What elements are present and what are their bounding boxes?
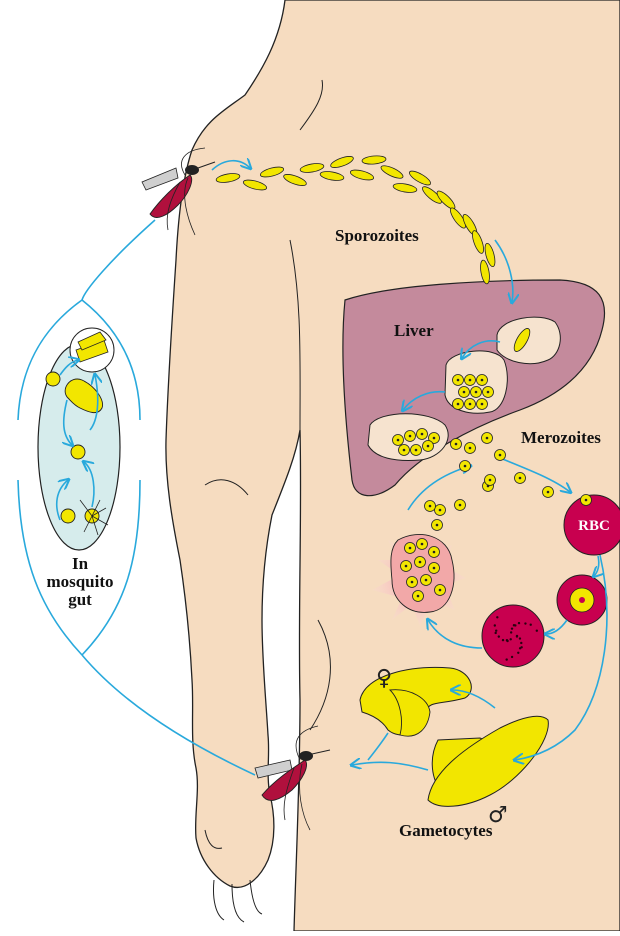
schizont-speckle <box>514 624 516 626</box>
merozoite-nucleus <box>519 477 522 480</box>
merozoite-nucleus <box>469 403 472 406</box>
merozoite-nucleus <box>427 445 430 448</box>
schizont-speckle <box>524 622 526 624</box>
schizont-speckle <box>510 631 512 633</box>
merozoite-nucleus <box>433 567 436 570</box>
gut-label-line-2: mosquito <box>30 573 130 591</box>
merozoite-nucleus <box>469 447 472 450</box>
oocyst-detail-circle <box>70 328 114 372</box>
schizont-speckle <box>520 642 522 644</box>
merozoite-nucleus <box>425 579 428 582</box>
schizont-speckle <box>536 630 538 632</box>
merozoites-label: Merozoites <box>521 429 601 447</box>
gametocytes-label: Gametocytes <box>399 822 492 840</box>
schizont-speckle <box>518 622 520 624</box>
merozoite-nucleus <box>499 454 502 457</box>
gut-label-line-1: In <box>30 555 130 573</box>
merozoite-nucleus <box>463 391 466 394</box>
merozoite-nucleus <box>439 509 442 512</box>
schizont-speckle <box>506 639 508 641</box>
merozoite-nucleus <box>469 379 472 382</box>
merozoite-nucleus <box>464 465 467 468</box>
merozoite-nucleus <box>415 449 418 452</box>
schizont-speckle <box>511 627 513 629</box>
merozoite-nucleus <box>457 403 460 406</box>
schizont-speckle <box>495 630 497 632</box>
schizont-speckle <box>519 637 521 639</box>
schizont-speckle <box>498 635 500 637</box>
schizont-speckle <box>494 632 496 634</box>
schizont-speckle <box>502 639 504 641</box>
schizont-cell <box>482 605 544 667</box>
liver-cell-sporozoite <box>497 317 560 363</box>
merozoite-nucleus <box>585 499 588 502</box>
gametocyte-dot <box>46 372 60 386</box>
merozoite-nucleus <box>486 437 489 440</box>
merozoite-nucleus <box>429 505 432 508</box>
merozoite-nucleus <box>489 479 492 482</box>
gut-label-line-3: gut <box>30 591 130 609</box>
liver-label: Liver <box>394 322 434 340</box>
merozoite-nucleus <box>417 595 420 598</box>
merozoite-nucleus <box>439 589 442 592</box>
merozoite-nucleus <box>433 437 436 440</box>
merozoite-nucleus <box>405 565 408 568</box>
schizont-speckle <box>516 635 518 637</box>
schizont-speckle <box>519 647 521 649</box>
merozoite-nucleus <box>547 491 550 494</box>
merozoite-nucleus <box>433 551 436 554</box>
mosquito-gut-label: In mosquito gut <box>30 555 130 609</box>
merozoite-nucleus <box>409 547 412 550</box>
merozoite-nucleus <box>403 449 406 452</box>
merozoite-nucleus <box>436 524 439 527</box>
merozoite-nucleus <box>487 391 490 394</box>
merozoite-nucleus <box>457 379 460 382</box>
merozoite-nucleus <box>421 543 424 546</box>
merozoite-nucleus <box>421 433 424 436</box>
schizont-speckle <box>496 616 498 618</box>
ring-stage-cell <box>557 575 607 625</box>
merozoite-nucleus <box>411 581 414 584</box>
merozoite-nucleus <box>481 379 484 382</box>
schizont-speckle <box>517 652 519 654</box>
merozoite-nucleus <box>397 439 400 442</box>
rbc-label: RBC <box>578 518 610 534</box>
merozoite-nucleus <box>475 391 478 394</box>
schizont-speckle <box>530 624 532 626</box>
merozoite-nucleus <box>481 403 484 406</box>
merozoite-nucleus <box>459 504 462 507</box>
female-symbol: ♀ <box>376 666 392 691</box>
sporozoites-label: Sporozoites <box>335 227 419 245</box>
merozoite-nucleus <box>455 443 458 446</box>
schizont-speckle <box>494 624 496 626</box>
schizont-speckle <box>505 658 507 660</box>
merozoite-nucleus <box>409 435 412 438</box>
schizont-speckle <box>511 656 513 658</box>
schizont-speckle <box>510 638 512 640</box>
merozoite-nucleus <box>419 561 422 564</box>
